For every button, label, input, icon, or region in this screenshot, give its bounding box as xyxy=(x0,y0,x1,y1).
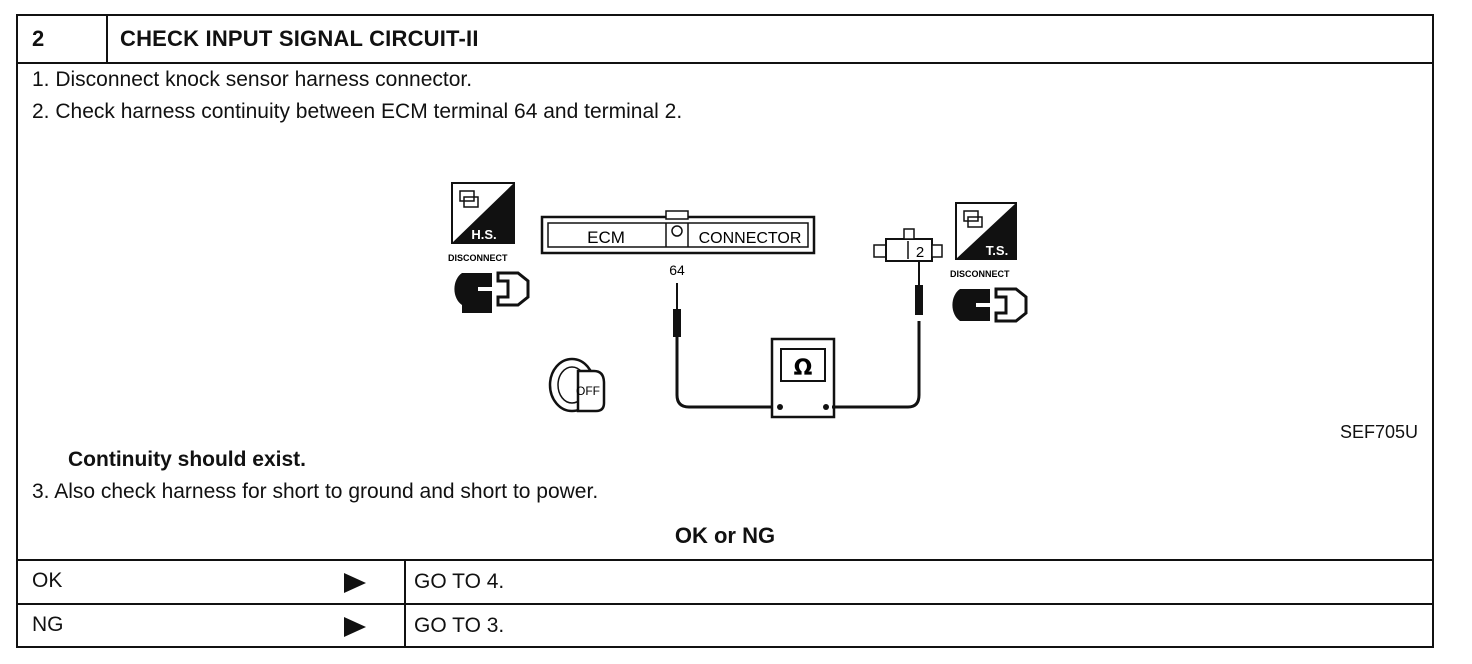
right-disconnect-label: DISCONNECT xyxy=(950,269,1010,279)
ts-badge-text: T.S. xyxy=(986,243,1008,258)
connector-label: CONNECTOR xyxy=(699,230,802,247)
hs-badge-text: H.S. xyxy=(471,227,496,242)
terminal-side-badge: T.S. xyxy=(955,202,1017,260)
left-probe xyxy=(673,309,681,337)
step-number: 2 xyxy=(18,16,108,62)
arrow-right-icon xyxy=(344,617,366,637)
result-cell-ok: OK xyxy=(18,561,406,603)
step-title: CHECK INPUT SIGNAL CIRCUIT-II xyxy=(120,26,479,51)
continuity-check-diagram: H.S. DISCONNECT ECM CONNECTOR 64 xyxy=(448,182,1028,419)
instruction-3: 3. Also check harness for short to groun… xyxy=(32,480,599,503)
ecm-connector: ECM CONNECTOR 64 xyxy=(540,210,816,278)
instruction-1: 1. Disconnect knock sensor harness conne… xyxy=(32,68,473,91)
figure-code: SEF705U xyxy=(1339,422,1418,442)
ignition-key-off-icon: OFF xyxy=(548,357,606,413)
ohm-symbol: Ω xyxy=(794,356,813,381)
left-disconnect-label: DISCONNECT xyxy=(448,253,508,263)
procedure-header: 2 CHECK INPUT SIGNAL CIRCUIT-II xyxy=(18,16,1432,64)
result-action-ok: GO TO 4. xyxy=(414,570,505,593)
result-label-ng: NG xyxy=(32,613,64,636)
result-label-ok: OK xyxy=(32,569,63,592)
result-action-ng: GO TO 3. xyxy=(414,614,505,637)
specification: Continuity should exist. xyxy=(68,448,307,471)
result-row-ok: OK GO TO 4. xyxy=(18,559,1432,603)
disconnect-connector-icon xyxy=(952,287,1028,323)
result-row-ng: NG GO TO 3. xyxy=(18,603,1432,647)
right-probe xyxy=(915,285,923,315)
procedure-table: 2 CHECK INPUT SIGNAL CIRCUIT-II 1. Disco… xyxy=(16,14,1434,648)
result-cell-ng: NG xyxy=(18,605,406,647)
ecm-terminal-number: 64 xyxy=(669,262,685,278)
sensor-terminal-number: 2 xyxy=(916,244,924,261)
harness-side-badge: H.S. xyxy=(451,182,515,244)
ohmmeter: Ω xyxy=(770,337,836,419)
disconnect-connector-icon xyxy=(454,271,530,313)
key-off-label: OFF xyxy=(576,384,600,398)
instruction-2: 2. Check harness continuity between ECM … xyxy=(32,100,683,123)
result-heading: OK or NG xyxy=(674,523,776,548)
ecm-label: ECM xyxy=(587,228,625,247)
arrow-right-icon xyxy=(344,573,366,593)
sensor-connector: 2 xyxy=(873,228,943,262)
